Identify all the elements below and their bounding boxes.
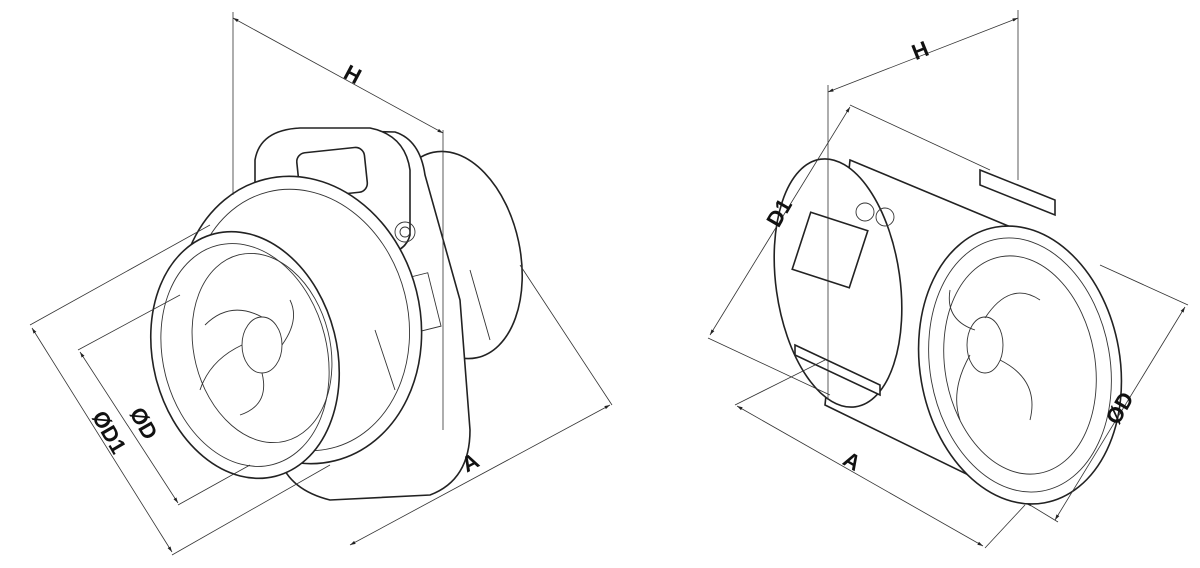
inline-duct-fan (773, 158, 1123, 507)
left-height-label: H (340, 60, 366, 90)
left-length-label: A (457, 448, 483, 478)
left-outer-diameter-label: ØD1 (87, 406, 131, 458)
right-height-label: H (908, 36, 932, 65)
left-inner-diameter-label: ØD (125, 403, 163, 444)
right-length-label: A (839, 446, 865, 476)
mixed-flow-duct-fan (149, 127, 524, 501)
